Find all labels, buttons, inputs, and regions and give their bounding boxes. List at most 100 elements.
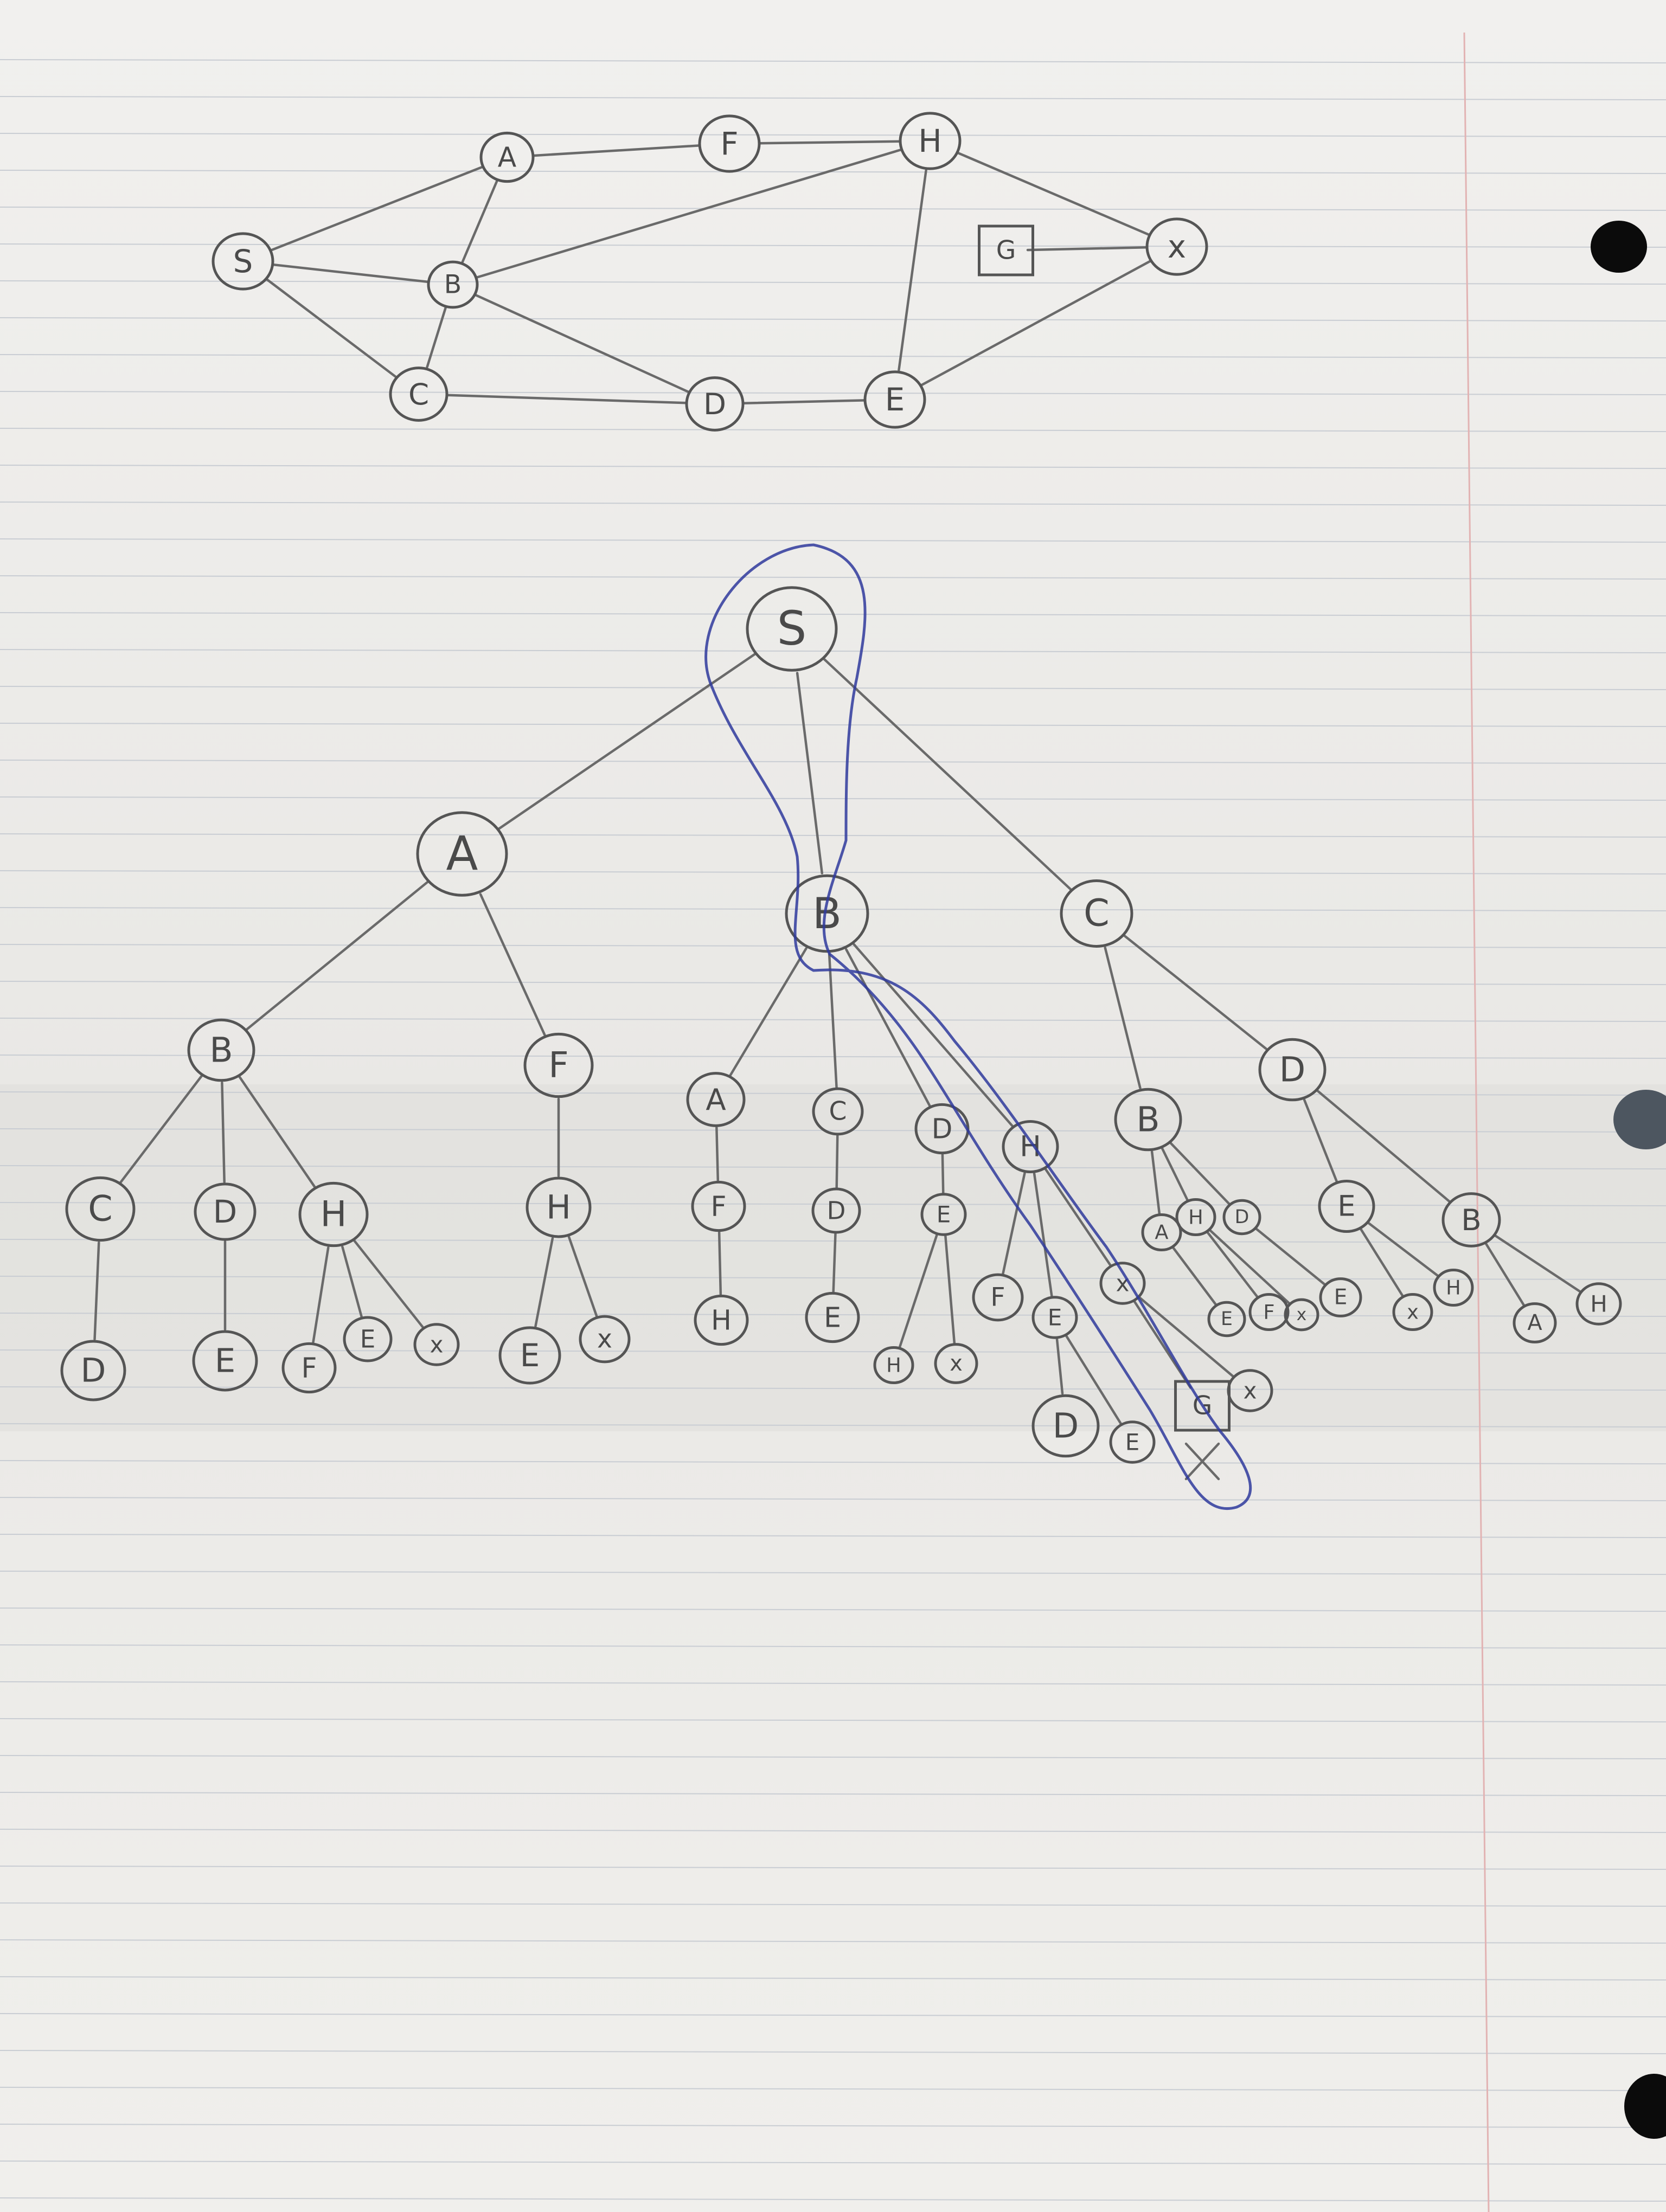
margin-line	[1463, 32, 1490, 2212]
node-C_B: B	[1114, 1088, 1182, 1152]
edge-g_H-g_x	[956, 151, 1151, 236]
rule-line	[0, 243, 1666, 248]
edge-CB_H-CBH_F	[1206, 1231, 1259, 1298]
paper-shadow-band	[0, 1084, 1666, 1431]
node-circle	[60, 1340, 126, 1401]
edge-A1-A_B	[245, 880, 429, 1031]
node-B_A: A	[686, 1072, 746, 1127]
edge-B1-B_D	[845, 948, 931, 1107]
node-circle	[686, 1072, 746, 1127]
node-CDB_A: A	[1513, 1302, 1557, 1343]
node-circle	[920, 1193, 967, 1236]
node-CBA_E: E	[1207, 1301, 1246, 1338]
node-label: D	[81, 1352, 106, 1390]
rule-line	[0, 575, 1666, 580]
edge-AB_C-ABC_D	[93, 1241, 100, 1341]
edge-g_H-g_E	[898, 169, 927, 371]
rule-line	[0, 1939, 1666, 1944]
node-g_x: x	[1145, 217, 1208, 276]
node-g_C: C	[389, 366, 448, 422]
node-circle	[873, 1346, 914, 1385]
node-circle	[1145, 217, 1208, 276]
edge-BH_E-BHE_D	[1055, 1338, 1064, 1395]
node-label: A	[706, 1082, 726, 1117]
node-circle	[523, 1032, 594, 1098]
node-label: B	[209, 1031, 233, 1070]
node-label: S	[233, 243, 253, 280]
node-label: E	[1221, 1308, 1233, 1330]
edge-B_A-BA_F	[715, 1126, 720, 1182]
node-label: H	[886, 1354, 901, 1377]
rule-line	[0, 1239, 1666, 1243]
edge-C_B-CB_H	[1161, 1147, 1189, 1201]
rule-line	[0, 354, 1666, 358]
node-g_E: E	[863, 370, 926, 429]
rule-line	[0, 280, 1666, 285]
rule-line	[0, 1349, 1666, 1354]
node-label: E	[885, 381, 905, 418]
rule-line	[0, 1497, 1666, 1501]
node-CBH_F: F	[1248, 1293, 1290, 1332]
node-circle	[1258, 1038, 1327, 1102]
node-label: D	[932, 1113, 953, 1145]
edge-CD_B-CDB_H	[1494, 1234, 1582, 1294]
node-label: E	[1048, 1304, 1062, 1331]
edge-AF_H-AFH_x	[567, 1236, 598, 1317]
node-circle	[1031, 1296, 1078, 1339]
node-CB_A: A	[1141, 1213, 1182, 1252]
node-circle	[1227, 1369, 1273, 1412]
edge-g_x-g_E	[920, 259, 1152, 387]
node-label: C	[1084, 892, 1110, 935]
edge-g_S-g_C	[265, 278, 398, 378]
node-circle	[1441, 1192, 1501, 1248]
rule-line	[0, 1644, 1666, 1649]
punch-holes	[1591, 221, 1666, 2139]
edge-BC_D-BCD_E	[832, 1232, 837, 1293]
node-label: E	[1334, 1285, 1348, 1310]
node-circle	[498, 1326, 561, 1385]
node-BDE_H: H	[873, 1346, 914, 1385]
node-BDE_x: x	[934, 1343, 978, 1384]
node-circle	[192, 1330, 258, 1392]
edge-A_B-AB_C	[119, 1075, 203, 1184]
node-circle	[1109, 1420, 1156, 1464]
node-label: G	[996, 236, 1016, 266]
node-A1: A	[416, 811, 508, 897]
node-circle	[1222, 1199, 1261, 1236]
edge-AF_H-AFH_E	[534, 1237, 554, 1328]
node-label: B	[444, 270, 462, 300]
node-circle	[1433, 1268, 1474, 1307]
node-label: x	[1297, 1305, 1307, 1324]
rule-line	[0, 1054, 1666, 1059]
edge-BD_E-BDE_x	[944, 1234, 956, 1345]
rule-line	[0, 1128, 1666, 1133]
rule-line	[0, 686, 1666, 690]
rule-line	[0, 207, 1666, 211]
node-label: E	[824, 1302, 841, 1334]
node-circle	[1114, 1088, 1182, 1152]
node-AFH_x: x	[579, 1315, 631, 1364]
ruled-lines	[0, 59, 1666, 2202]
rule-line	[0, 1902, 1666, 1907]
node-circle	[972, 1273, 1024, 1322]
rule-line	[0, 1792, 1666, 1796]
rule-line	[0, 1460, 1666, 1464]
node-circle	[1175, 1198, 1216, 1237]
node-circle	[579, 1315, 631, 1364]
edge-BA_F-BAF_H	[717, 1231, 722, 1296]
node-circle	[812, 1087, 864, 1136]
node-circle	[526, 1176, 592, 1238]
edge-CD_B-CDB_A	[1485, 1243, 1526, 1307]
edge-C1-C_B	[1104, 946, 1142, 1090]
node-AB_C: C	[65, 1176, 136, 1242]
node-label: C	[829, 1097, 847, 1127]
node-circle	[298, 1181, 369, 1248]
node-ABH_E: E	[343, 1316, 393, 1362]
goal-node-box	[1174, 1380, 1231, 1432]
punch-hole	[1613, 1090, 1666, 1149]
rule-line	[0, 907, 1666, 911]
edge-g_C-g_D	[445, 394, 688, 404]
node-S: S	[746, 586, 838, 672]
